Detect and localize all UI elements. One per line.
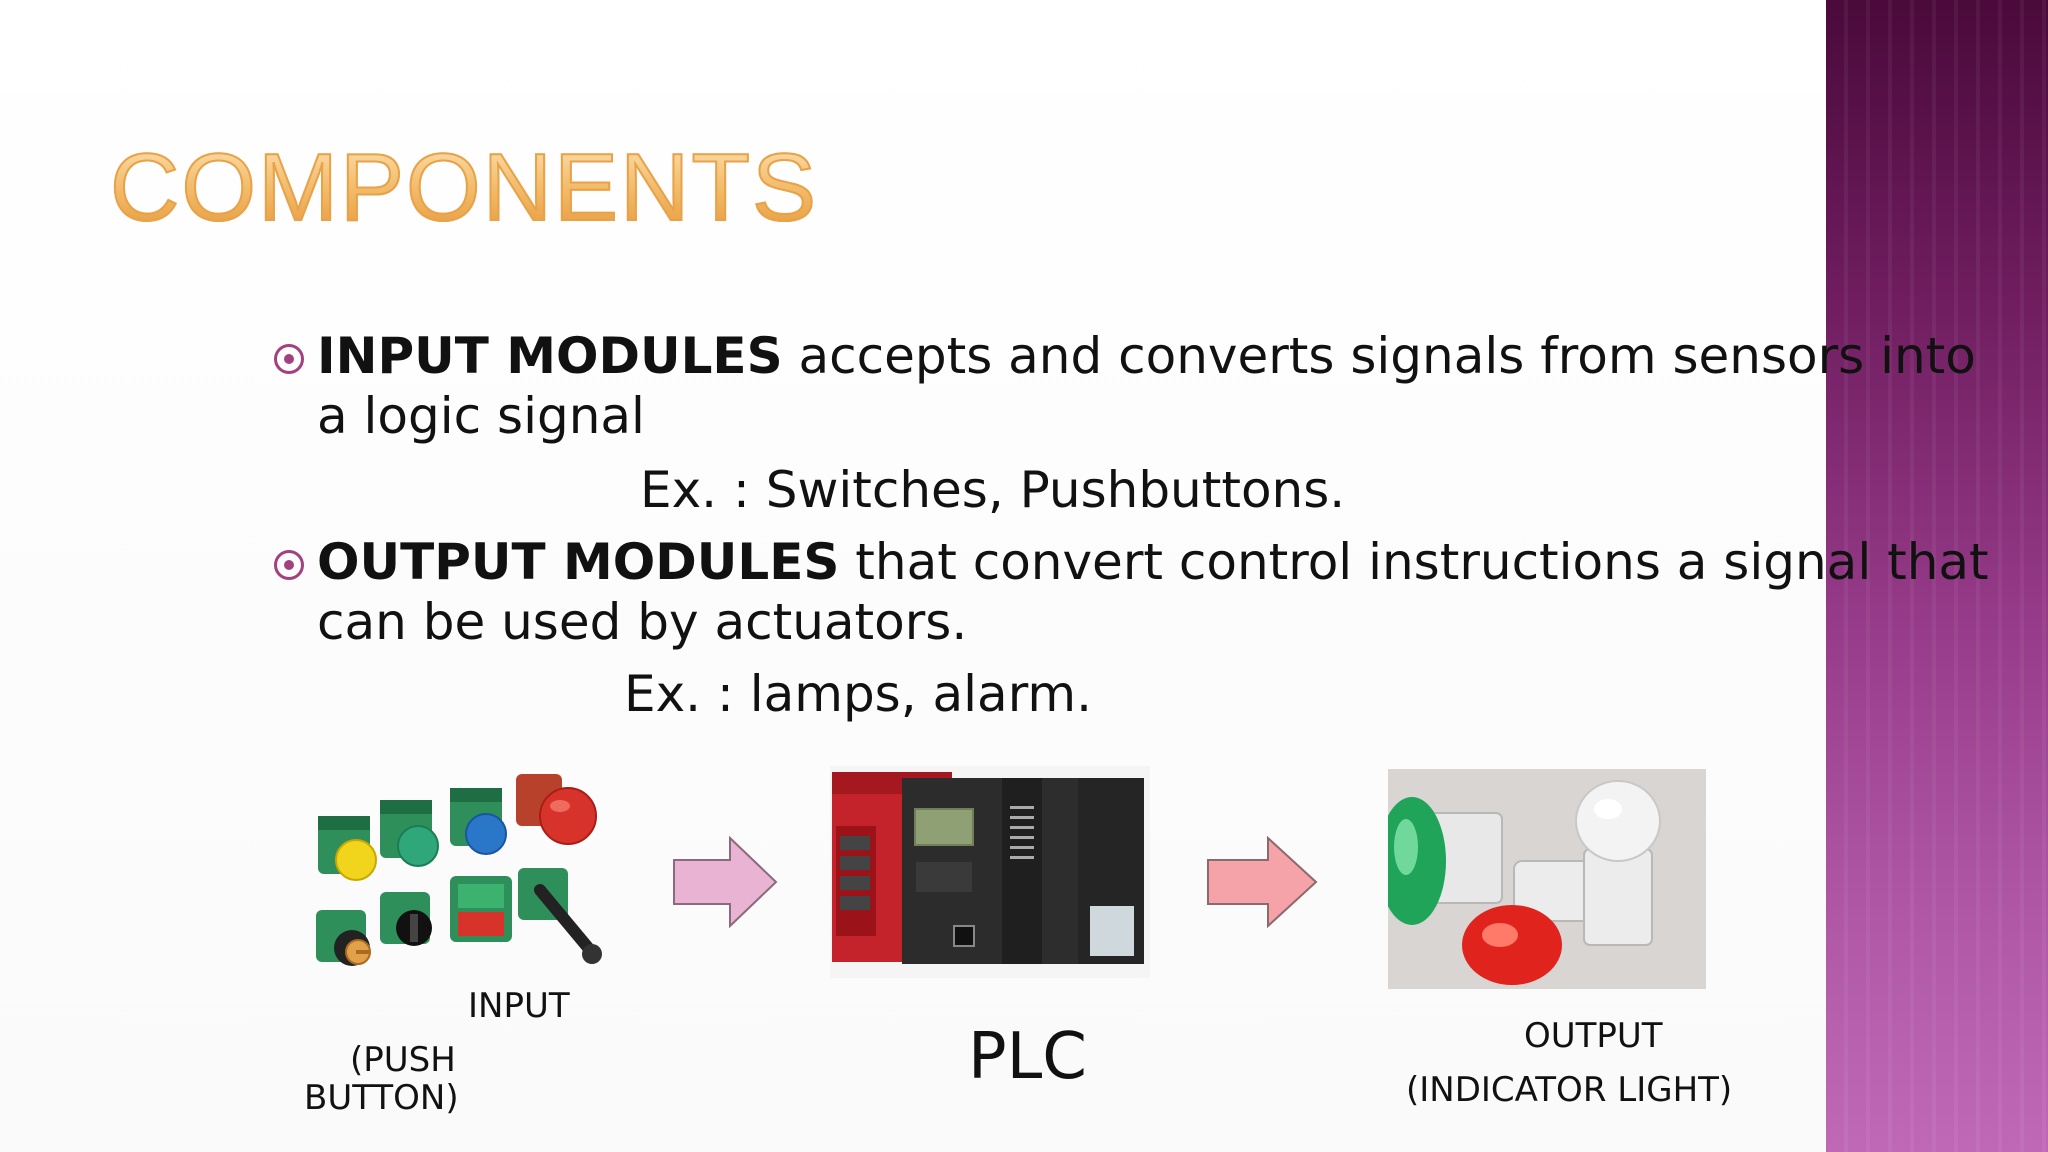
key-selector-switch — [316, 910, 371, 966]
push-buttons-illustration — [316, 774, 602, 966]
bullet-2-example: Ex. : lamps, alarm. — [624, 665, 1092, 723]
clear-indicator-light — [1575, 780, 1661, 946]
bullet-2-line-2: can be used by actuators. — [317, 593, 968, 651]
right-arrow-icon — [1207, 836, 1318, 928]
output-sublabel: (INDICATOR LIGHT) — [1406, 1070, 1733, 1110]
input-sublabel-button: BUTTON) — [304, 1078, 459, 1118]
decorative-side-band — [1826, 0, 2048, 1152]
input-sublabel-push: (PUSH — [350, 1040, 456, 1080]
green-button — [380, 800, 439, 867]
red-mushroom-button — [516, 774, 597, 845]
bullet-1-rest: accepts and converts signals from sensor… — [782, 327, 1976, 385]
green-indicator-light — [1388, 797, 1503, 925]
bullet-2-bold: OUTPUT MODULES — [317, 533, 840, 591]
plc-label: PLC — [968, 1020, 1087, 1094]
input-label: INPUT — [468, 986, 570, 1026]
yellow-button — [318, 816, 377, 881]
indicator-lights-photo — [1388, 769, 1706, 989]
plc-unit-illustration — [830, 766, 1150, 978]
slide-title: COMPONENTS — [109, 134, 819, 241]
plc-unit-photo — [830, 766, 1150, 978]
bullet-1-bold: INPUT MODULES — [317, 327, 783, 385]
double-button — [450, 876, 512, 942]
bullet-2-rest: that convert control instructions a sign… — [839, 533, 1989, 591]
bullet-1-example: Ex. : Switches, Pushbuttons. — [640, 461, 1346, 519]
push-buttons-photo — [310, 760, 610, 980]
bullet-2-line-1: OUTPUT MODULES that convert control inst… — [317, 532, 1989, 592]
bullet-1-line-2: a logic signal — [317, 387, 645, 445]
red-indicator-light — [1462, 860, 1605, 985]
blue-button — [450, 788, 507, 855]
bullet-icon — [274, 550, 304, 580]
side-band-stripes — [1826, 0, 2048, 1152]
indicator-lights-illustration — [1388, 769, 1706, 989]
right-arrow-icon — [673, 836, 778, 928]
bullet-1-line-1: INPUT MODULES accepts and converts signa… — [317, 326, 1976, 386]
output-label: OUTPUT — [1524, 1016, 1663, 1056]
bullet-icon — [274, 344, 304, 374]
joystick-switch — [518, 868, 602, 964]
selector-switch — [380, 892, 432, 946]
